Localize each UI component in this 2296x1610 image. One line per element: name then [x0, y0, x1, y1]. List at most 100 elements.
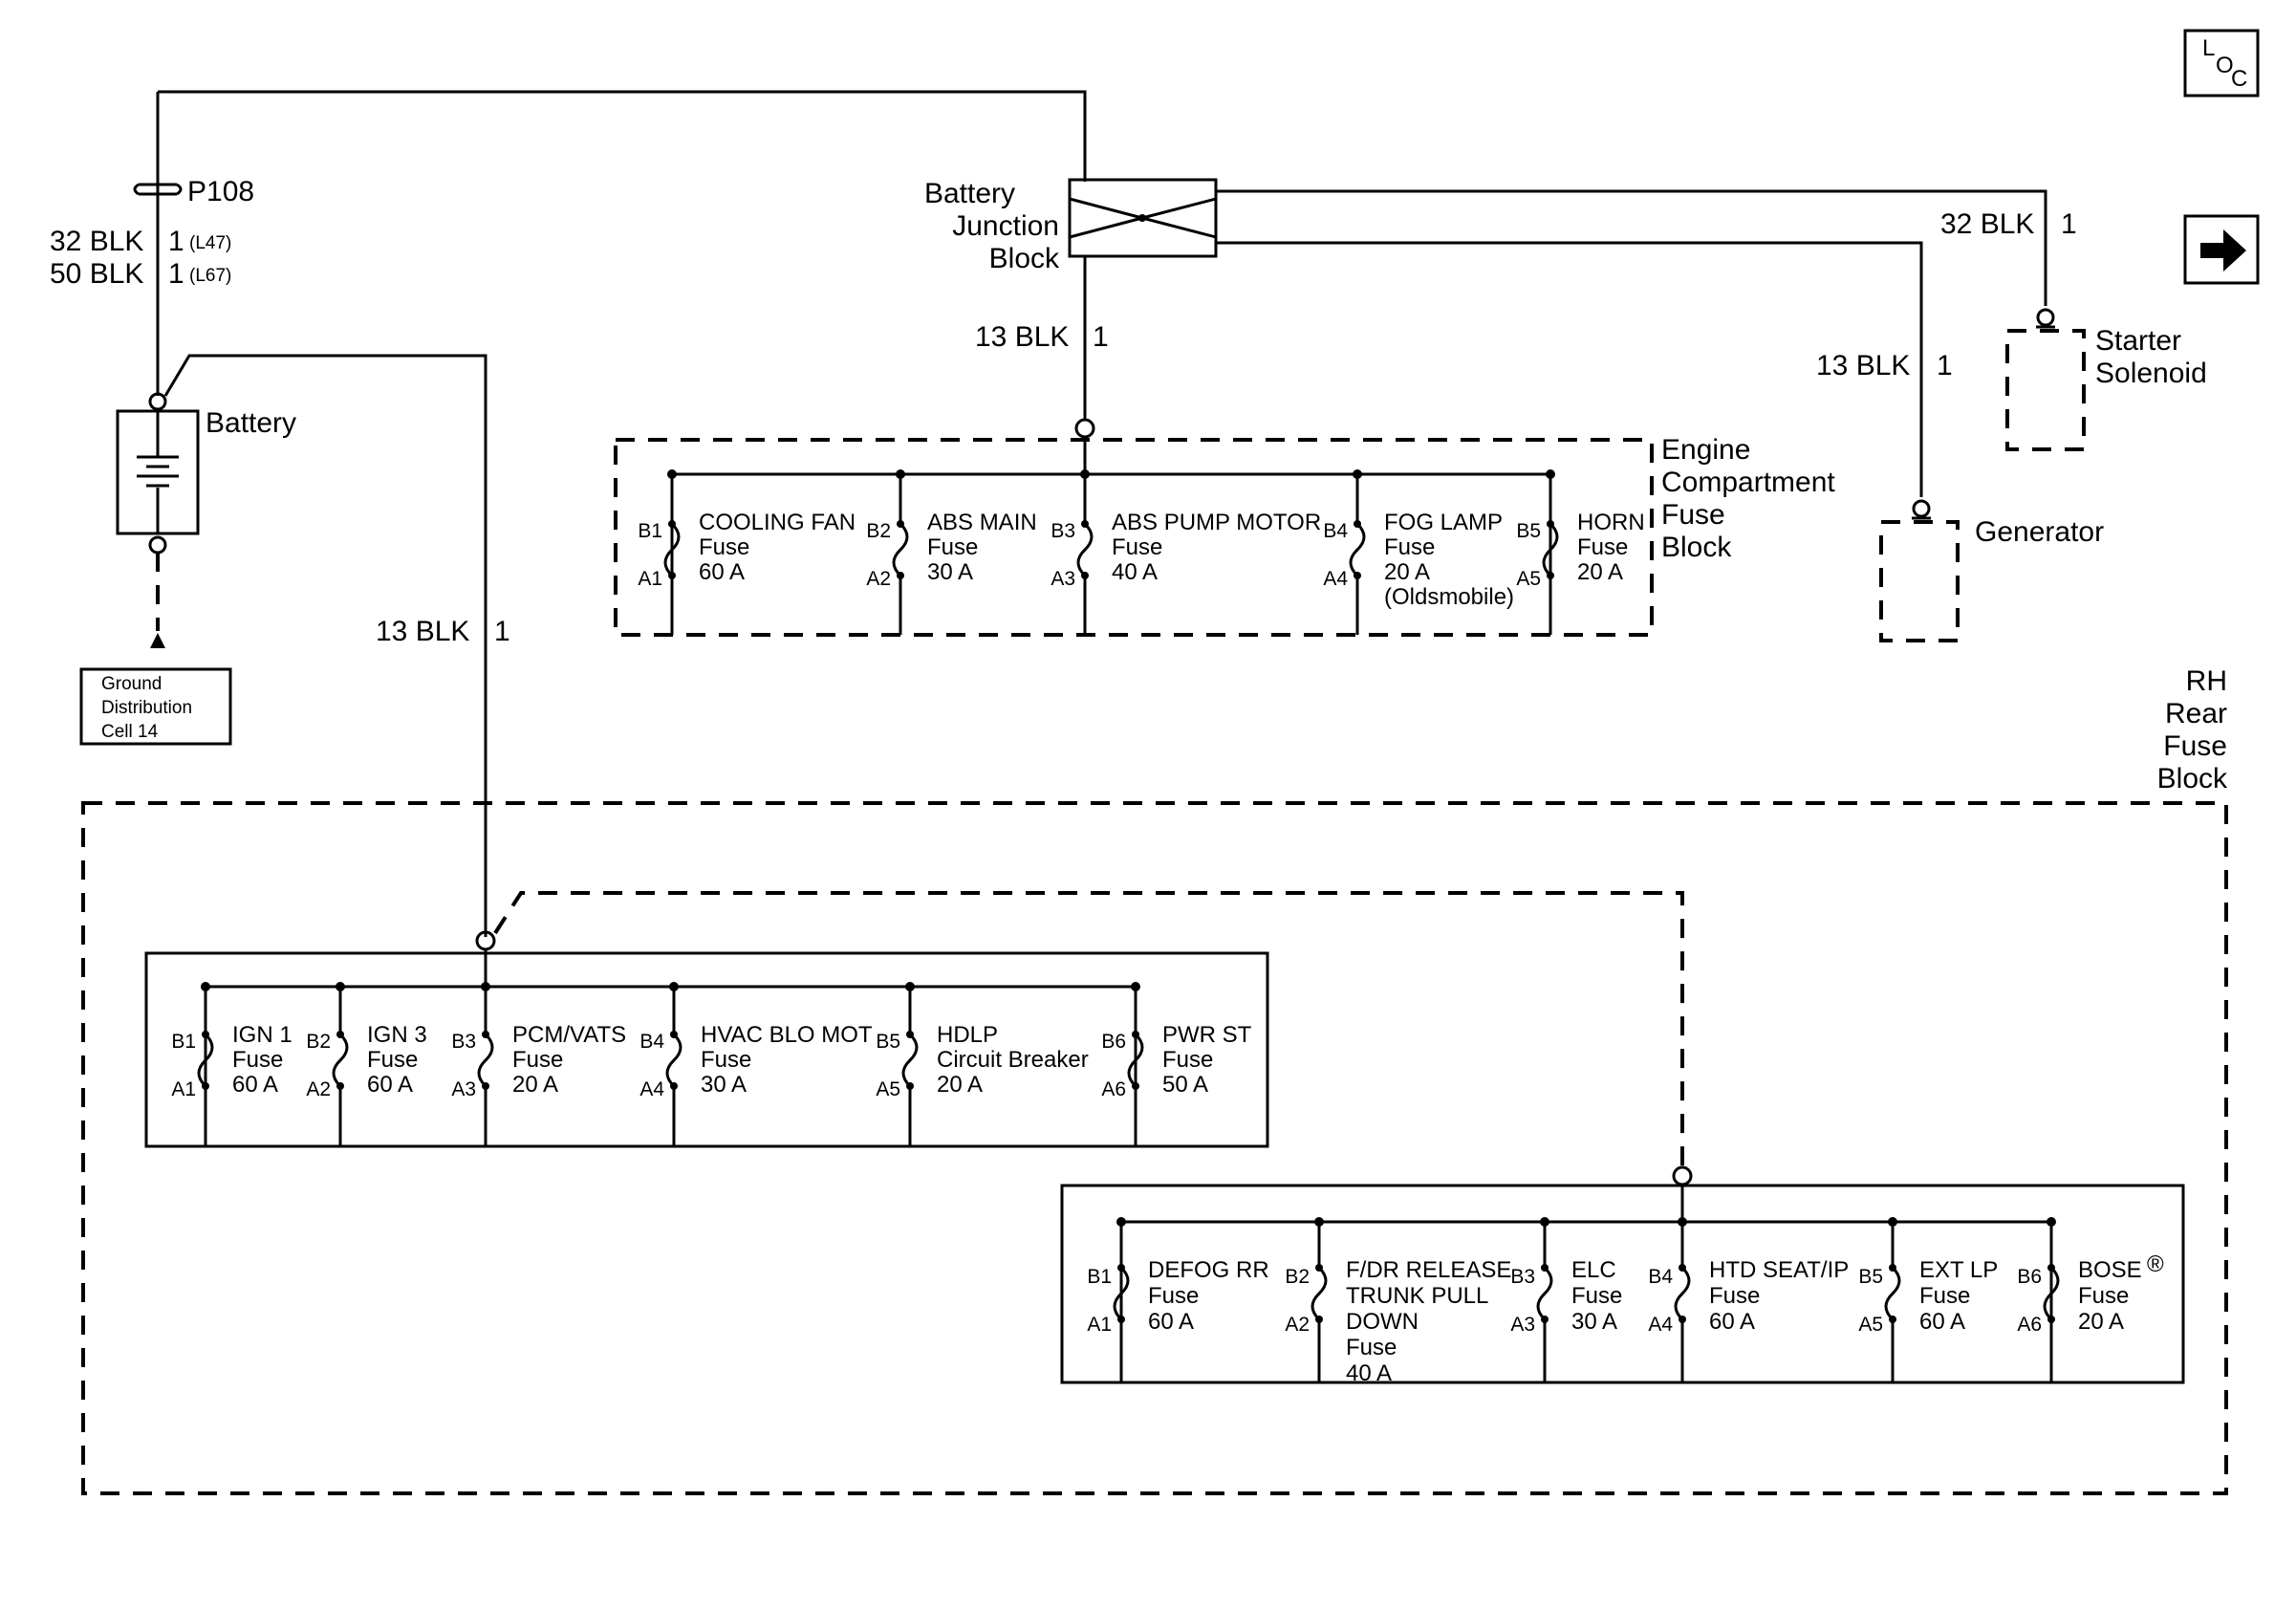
fuse-label-line: Fuse — [1919, 1283, 1970, 1309]
rear-block-title-4: Block — [2157, 763, 2228, 794]
fuse-label-line: Fuse — [232, 1047, 283, 1073]
fuse-label-line: 40 A — [1112, 559, 1158, 585]
fuse-label-line: 60 A — [367, 1072, 413, 1098]
fuse-label-line: 30 A — [927, 559, 973, 585]
fuse-label-line: 30 A — [701, 1072, 747, 1098]
fuse-pin-top: B5 — [1858, 1266, 1883, 1288]
fuse-pin-bottom: A2 — [1285, 1314, 1310, 1336]
rear-block-title-1: RH — [2186, 665, 2227, 697]
rear-block-pin: 1 — [494, 616, 510, 647]
starter-label-1: Starter — [2095, 325, 2181, 357]
fuse-pin-top: B5 — [876, 1031, 900, 1053]
fuse-pin-top: B6 — [2017, 1266, 2042, 1288]
battery-feed-wires — [156, 90, 1087, 937]
fuse-pin-bottom: A3 — [1510, 1314, 1535, 1336]
fuse-label-line: 60 A — [1919, 1309, 1965, 1335]
starter-solenoid — [2005, 308, 2086, 451]
battery-pin-2: 1 — [168, 258, 184, 290]
fuse-label-line: Fuse — [1346, 1335, 1397, 1360]
fuse-label-line: HDLP — [937, 1022, 998, 1048]
fuse-pin-bottom: A6 — [2017, 1314, 2042, 1336]
fuse-label-line: COOLING FAN — [699, 510, 856, 535]
fuse-label-line: ABS PUMP MOTOR — [1112, 510, 1321, 535]
starter-label-2: Solenoid — [2095, 358, 2207, 389]
arrow-right-icon[interactable] — [2183, 214, 2260, 285]
starter-pin: 1 — [2061, 208, 2077, 240]
fuse-pin-bottom: A1 — [1087, 1314, 1112, 1336]
junction-label-2: Junction — [952, 210, 1059, 242]
engine-block-wire: 13 BLK — [975, 321, 1069, 353]
fuse-label-line: 60 A — [1148, 1309, 1194, 1335]
generator-label: Generator — [1975, 516, 2104, 548]
engine-block-title-4: Block — [1661, 532, 1732, 563]
fuse-label-line: Fuse — [1571, 1283, 1622, 1309]
registered-mark: ® — [2147, 1251, 2164, 1277]
ground-line-3: Cell 14 — [101, 722, 159, 742]
fuse-label-line: 20 A — [937, 1072, 983, 1098]
fuse-pin-top: B1 — [1087, 1266, 1112, 1288]
fuse-pin-bottom: A6 — [1101, 1078, 1126, 1100]
generator — [1879, 499, 1960, 642]
fuse-label-line: ELC — [1571, 1257, 1616, 1283]
fuse-label-line: (Oldsmobile) — [1384, 584, 1514, 610]
rear-block-wire: 13 BLK — [376, 616, 469, 647]
fuse-pin-bottom: A2 — [866, 568, 891, 590]
fuse-pin-bottom: A3 — [451, 1078, 476, 1100]
battery-option-2: (L67) — [189, 266, 231, 286]
fuse-label-line: 60 A — [232, 1072, 278, 1098]
fuse-label-line: BOSE — [2078, 1257, 2142, 1283]
ground-line-1: Ground — [101, 674, 162, 694]
fuse-label-line: Fuse — [927, 534, 978, 560]
fuse-label-line: 20 A — [2078, 1309, 2124, 1335]
fuse-label-line: Circuit Breaker — [937, 1047, 1089, 1073]
junction-block — [1068, 178, 2047, 497]
fuse-label-line: PWR ST — [1162, 1022, 1252, 1048]
fuse-label-line: 50 A — [1162, 1072, 1208, 1098]
ground-reference[interactable]: Ground Distribution Cell 14 — [79, 667, 232, 746]
fuse-label-line: Fuse — [1384, 534, 1435, 560]
fuse-label-line: 30 A — [1571, 1309, 1617, 1335]
fuse-label-line: TRUNK PULL — [1346, 1283, 1488, 1309]
fuse-label-line: Fuse — [1148, 1283, 1199, 1309]
fuse-label-line: IGN 3 — [367, 1022, 427, 1048]
fuse-label-line: IGN 1 — [232, 1022, 292, 1048]
generator-pin: 1 — [1937, 350, 1953, 381]
fuse-label-line: Fuse — [2078, 1283, 2129, 1309]
fuse-pin-bottom: A3 — [1051, 568, 1075, 590]
fuse-pin-top: B3 — [1510, 1266, 1535, 1288]
fuse-label-line: HORN — [1577, 510, 1645, 535]
fuse-label-line: 40 A — [1346, 1360, 1392, 1386]
p108-connector — [133, 183, 183, 196]
starter-wire: 32 BLK — [1940, 208, 2034, 240]
fuse-pin-bottom: A5 — [1858, 1314, 1883, 1336]
fuse-pin-bottom: A5 — [876, 1078, 900, 1100]
loc-c: C — [2231, 66, 2247, 92]
fuse-label-line: HVAC BLO MOT — [701, 1022, 873, 1048]
battery-option-1: (L47) — [189, 233, 231, 253]
fuse-pin-bottom: A5 — [1516, 568, 1541, 590]
fuse-label-line: PCM/VATS — [512, 1022, 626, 1048]
fuse-label-line: 60 A — [699, 559, 745, 585]
fuse-label-line: F/DR RELEASE — [1346, 1257, 1511, 1283]
fuse-pin-top: B2 — [306, 1031, 331, 1053]
fuse-pin-top: B1 — [638, 520, 662, 542]
junction-label-1: Battery — [924, 178, 1015, 209]
loc-o: O — [2216, 53, 2234, 78]
loc-icon[interactable]: L O C — [2183, 29, 2260, 98]
fuse-pin-bottom: A4 — [1323, 568, 1348, 590]
fuse-pin-top: B5 — [1516, 520, 1541, 542]
engine-block-title-1: Engine — [1661, 434, 1750, 466]
fuse-label-line: DEFOG RR — [1148, 1257, 1269, 1283]
fuse-pin-top: B4 — [1323, 520, 1348, 542]
fuse-label-line: 20 A — [512, 1072, 558, 1098]
